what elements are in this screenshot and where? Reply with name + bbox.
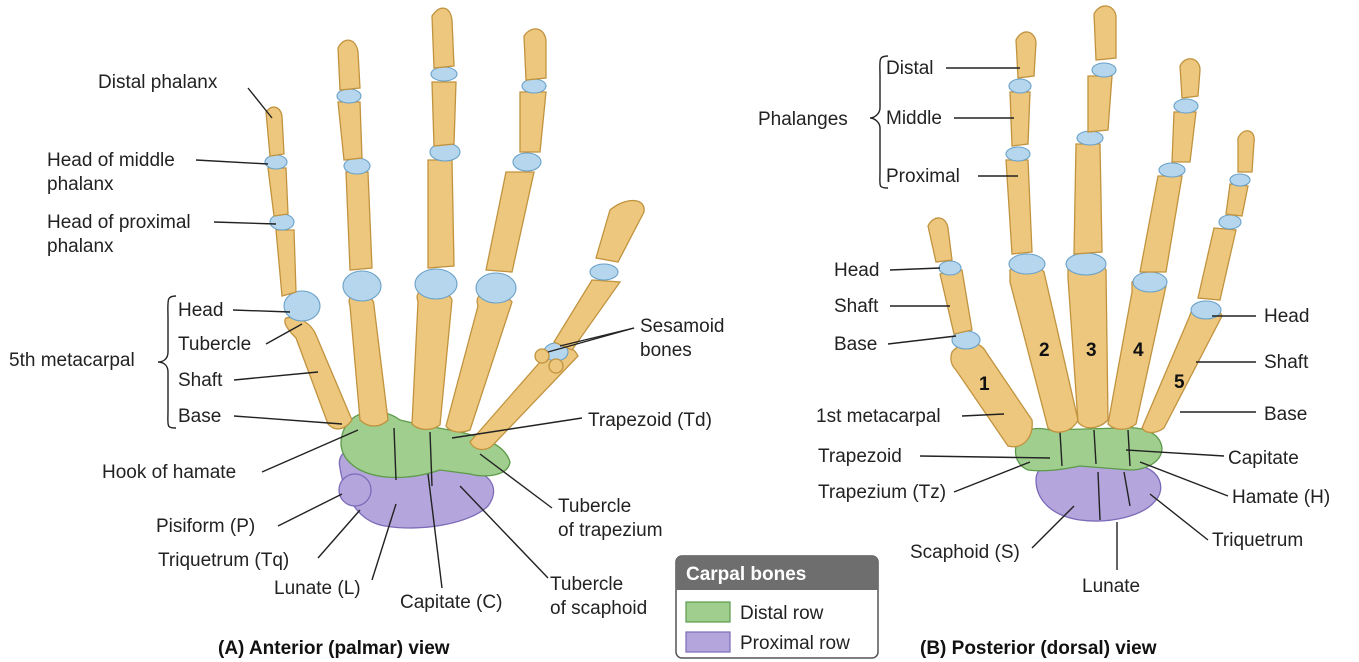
legend-label-proximal-row: Proximal row (740, 633, 850, 654)
label-head-of-middle-phalanx-line2: phalanx (47, 174, 114, 195)
panel-b-leaders (869, 55, 1256, 570)
metacarpal-number-4: 4 (1133, 340, 1144, 361)
caption-panel-a: (A) Anterior (palmar) view (218, 638, 450, 659)
label-tubercle-of-trapezium-line2: of trapezium (558, 520, 663, 541)
caption-panel-b: (B) Posterior (dorsal) view (920, 638, 1157, 659)
metacarpal-number-2: 2 (1039, 340, 1050, 361)
label-sesamoid-bones-line2: bones (640, 340, 692, 361)
label-tubercle-a: Tubercle (178, 334, 251, 355)
label-tubercle-of-scaphoid: Tubercle (550, 574, 623, 595)
label-sesamoid-bones: Sesamoid (640, 316, 725, 337)
label-head-b-left: Head (834, 260, 879, 281)
label-head-b-right: Head (1264, 306, 1309, 327)
label-distal-phalanx: Distal phalanx (98, 72, 218, 93)
label-shaft-a: Shaft (178, 370, 223, 391)
label-pisiform: Pisiform (P) (156, 516, 255, 537)
metacarpal-number-1: 1 (979, 374, 990, 395)
label-middle: Middle (886, 108, 942, 129)
label-shaft-b-left: Shaft (834, 296, 879, 317)
label-scaphoid-b: Scaphoid (S) (910, 542, 1020, 563)
label-triquetrum-a: Triquetrum (Tq) (158, 550, 289, 571)
legend-title: Carpal bones (686, 564, 806, 585)
label-triquetrum-b: Triquetrum (1212, 530, 1303, 551)
panel-b-labels: Phalanges Distal Middle Proximal Head Sh… (758, 58, 1330, 659)
metacarpal-number-3: 3 (1086, 340, 1097, 361)
label-phalanges: Phalanges (758, 109, 848, 130)
label-capitate-b: Capitate (1228, 448, 1299, 469)
panel-a-leaders (157, 87, 635, 589)
metacarpal-numbers: 1 2 3 4 5 (979, 340, 1185, 395)
panel-a-hand (264, 7, 645, 529)
label-hamate-b: Hamate (H) (1232, 487, 1330, 508)
label-shaft-b-right: Shaft (1264, 352, 1309, 373)
label-trapezoid-b: Trapezoid (818, 446, 902, 467)
label-base-b-right: Base (1264, 404, 1307, 425)
carpal-bones-legend: Carpal bones Distal row Proximal row (675, 555, 879, 659)
label-base-a: Base (178, 406, 221, 427)
pisiform-bone-a (338, 473, 372, 507)
label-base-b-left: Base (834, 334, 877, 355)
label-head-a: Head (178, 300, 223, 321)
legend-swatch-distal-row (685, 601, 731, 623)
label-lunate-a: Lunate (L) (274, 578, 361, 599)
legend-label-distal-row: Distal row (740, 603, 824, 624)
distal-row-carpals-b (1014, 426, 1163, 472)
metacarpal-number-5: 5 (1174, 372, 1185, 393)
label-head-of-proximal-phalanx-line2: phalanx (47, 236, 114, 257)
label-head-of-proximal-phalanx: Head of proximal (47, 212, 191, 233)
panel-b-hand (927, 5, 1255, 522)
label-trapezoid-a: Trapezoid (Td) (588, 410, 712, 431)
label-head-of-middle-phalanx: Head of middle (47, 150, 175, 171)
label-5th-metacarpal: 5th metacarpal (9, 350, 135, 371)
label-tubercle-of-scaphoid-line2: of scaphoid (550, 598, 647, 619)
label-trapezium-b: Trapezium (Tz) (818, 482, 946, 503)
panel-a-labels: Distal phalanx Head of middle phalanx He… (9, 72, 725, 659)
legend-swatch-proximal-row (685, 631, 731, 653)
distal-row-carpals-a (340, 410, 511, 479)
label-tubercle-of-trapezium: Tubercle (558, 496, 631, 517)
label-1st-metacarpal: 1st metacarpal (816, 406, 941, 427)
label-hook-of-hamate: Hook of hamate (102, 462, 236, 483)
label-proximal: Proximal (886, 166, 960, 187)
label-lunate-b: Lunate (1082, 576, 1140, 597)
label-distal: Distal (886, 58, 934, 79)
label-capitate-a: Capitate (C) (400, 592, 502, 613)
